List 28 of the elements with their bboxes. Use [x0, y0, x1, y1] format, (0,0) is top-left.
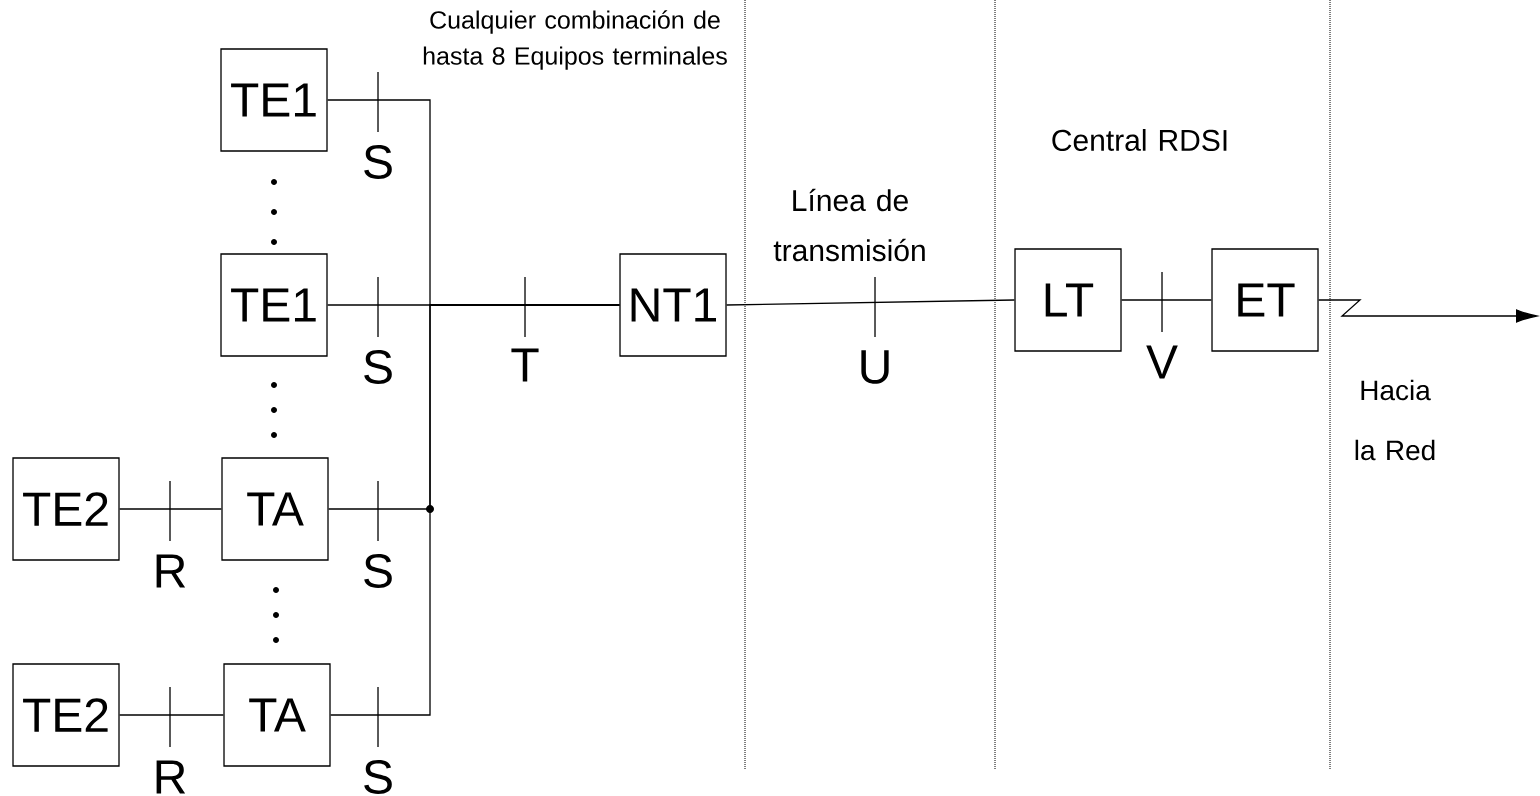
block-box: TA: [223, 663, 331, 767]
annotation-text: Línea de transmisión: [773, 188, 925, 262]
reference-point-label: V: [1146, 345, 1178, 379]
block-box: NT1: [619, 253, 727, 357]
connector-line: [1121, 299, 1212, 301]
annotation-text: Hacia la Red: [1355, 379, 1435, 461]
block-box: TE2: [12, 663, 120, 767]
block-box: TE1: [220, 253, 328, 357]
block-box: LT: [1014, 248, 1122, 352]
block-box: TE1: [220, 48, 328, 152]
reference-point-label: U: [861, 350, 889, 384]
block-box: ET: [1211, 248, 1319, 352]
connector-line: [119, 508, 222, 510]
connector-line: [119, 714, 224, 716]
reference-point-label: S: [364, 350, 392, 384]
reference-point-label: S: [364, 145, 392, 179]
reference-point-label: R: [156, 760, 186, 794]
annotation-text: Cualquier combinación de hasta 8 Equipos terminales: [423, 10, 727, 70]
connector-line: [726, 299, 1015, 306]
annotation-text: Central RDSI: [1052, 129, 1227, 152]
arrow: [1318, 299, 1538, 323]
annotation-text: T: [511, 348, 539, 382]
reference-point-label: R: [156, 554, 186, 588]
reference-point-label: S: [364, 760, 392, 794]
block-box: TA: [221, 457, 329, 561]
connector-line: [330, 304, 620, 716]
reference-point-label: S: [364, 554, 392, 588]
block-box: TE2: [12, 457, 120, 561]
